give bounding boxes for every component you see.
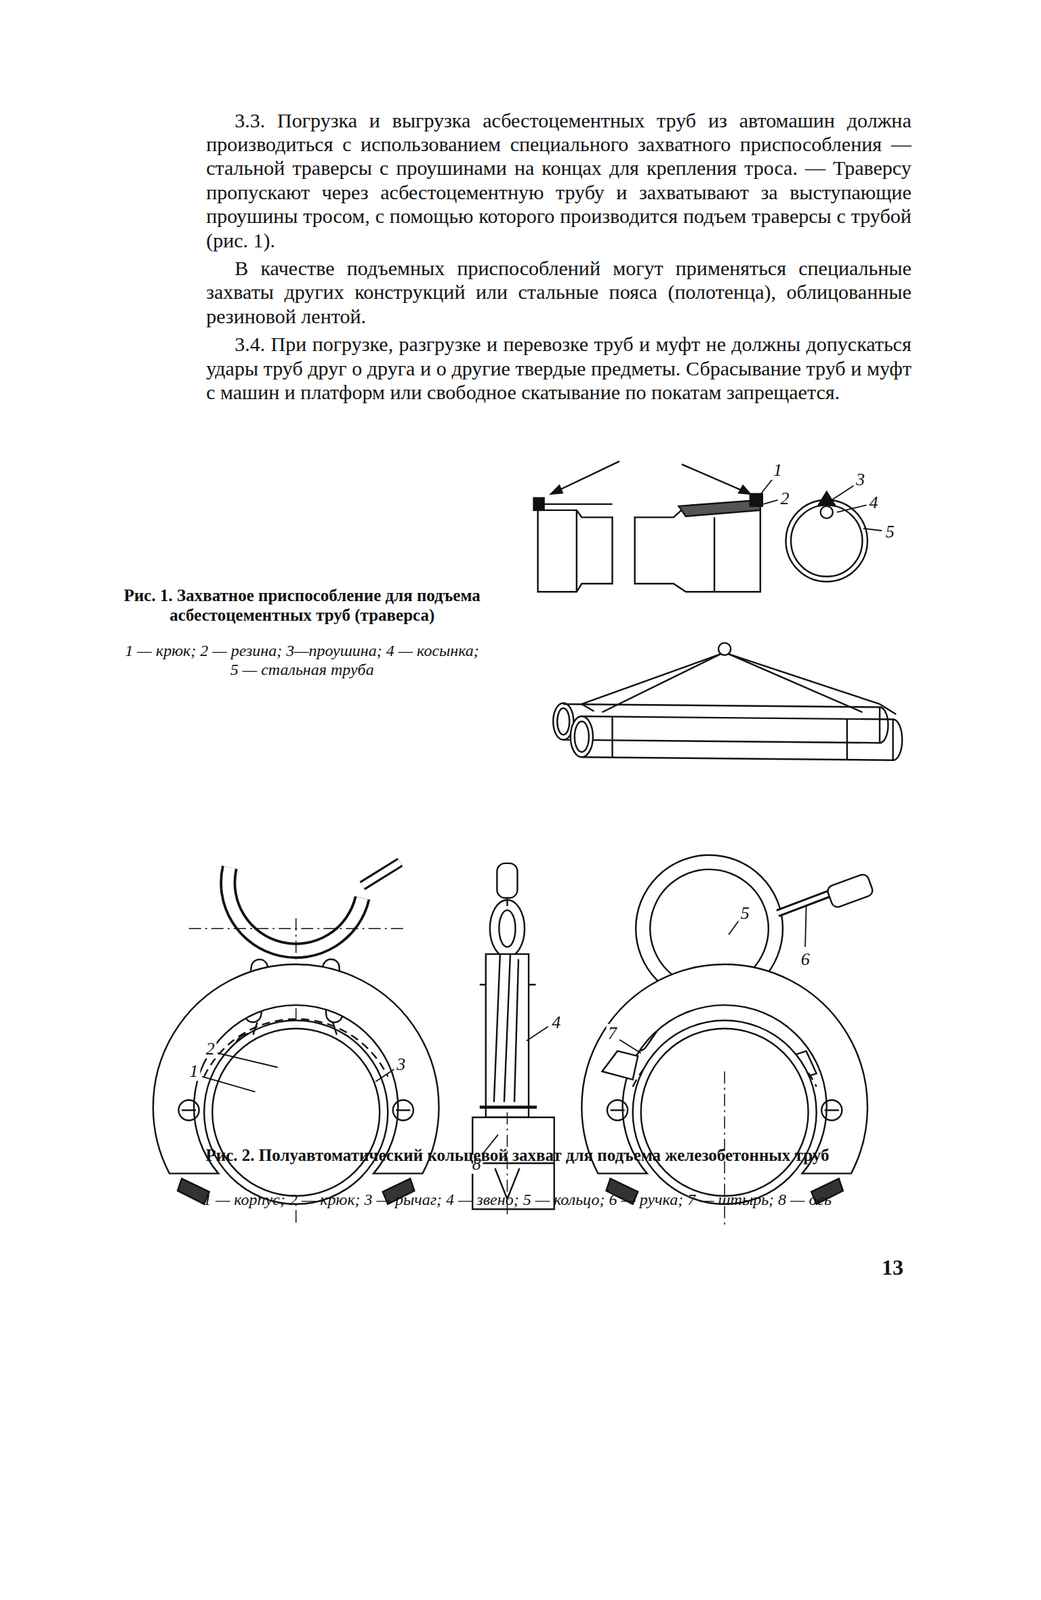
ring-grip-front-view [153,862,440,1225]
callout-number: 7 [605,1024,619,1044]
page-number: 13 [881,1255,904,1281]
callout-number: 4 [867,493,881,513]
callout-number: 1 [187,1062,201,1081]
figure-caption: Рис. 2. Полуавтоматический кольцевой зах… [114,1145,922,1166]
callout-number: 6 [799,950,812,970]
callout-number: 5 [883,522,897,542]
callout-number: 3 [394,1055,408,1075]
figure-legend: 1 — крюк; 2 — резина; 3—проушина; 4 — ко… [120,641,484,680]
ring-grip-open-view [581,855,874,1225]
leader-lines [201,906,806,1155]
callout-number: 2 [203,1039,217,1059]
figure-caption: Рис. 1. Захватное приспособление для под… [120,585,484,625]
traverse-section [785,492,867,583]
callout-number: 3 [853,470,867,490]
paragraph: 3.4. При погрузке, разгрузке и перевозке… [206,332,912,404]
paragraph: 3.3. Погрузка и выгрузка асбестоцементны… [206,108,912,253]
traverse-side-view [534,461,763,593]
pipes-lifting-illustration [553,643,903,761]
text-column: 3.3. Погрузка и выгрузка асбестоцементны… [206,108,912,405]
callout-number: 5 [738,904,752,924]
callout-number: 2 [778,489,792,509]
paragraph: В качестве подъемных приспособлений могу… [206,256,912,329]
callout-number: 4 [549,1013,563,1033]
callout-number: 1 [771,460,785,480]
figure-legend: 1 — корпус; 2 — крюк; 3 — рычаг; 4 — зве… [114,1190,922,1210]
